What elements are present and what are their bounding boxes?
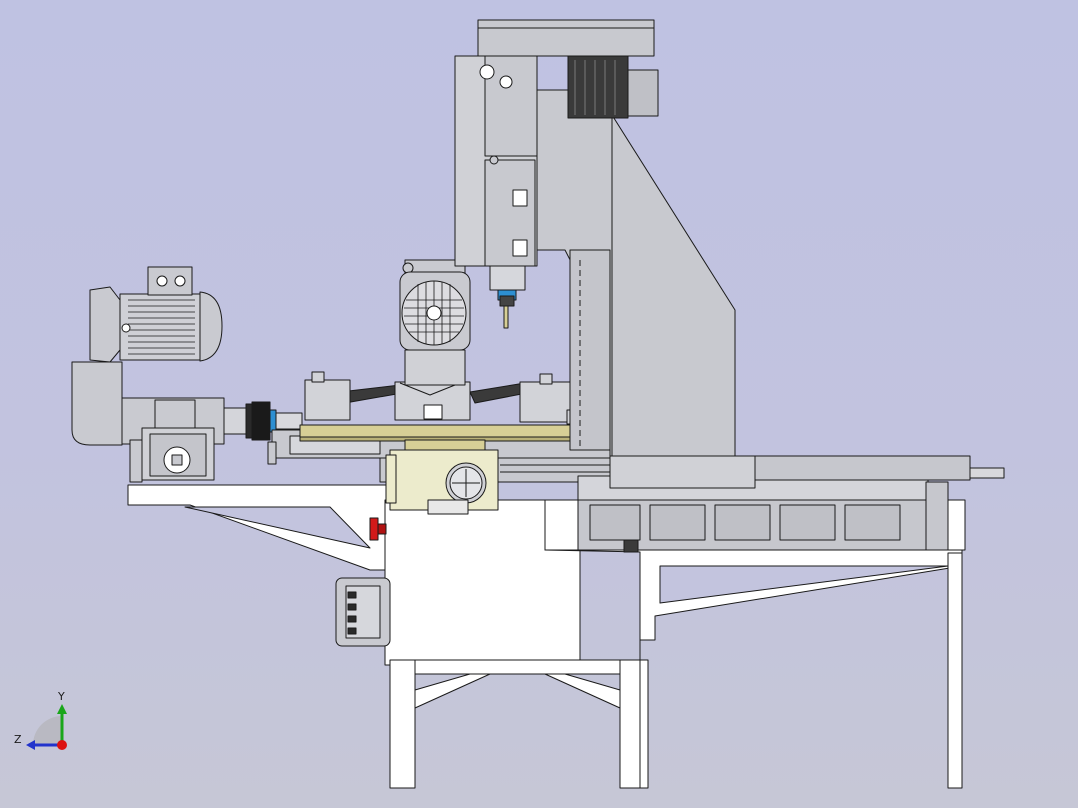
center-leg: [619, 659, 649, 789]
spindle-head-top: [477, 19, 655, 57]
y-axis-label: Y: [57, 690, 65, 703]
spindle-nose: [489, 265, 526, 291]
coordinate-triad: Y Z: [14, 690, 67, 750]
right-cantilever-cutout: [659, 565, 949, 604]
right-cantilever: [544, 549, 963, 641]
left-cantilever-arm: [127, 484, 391, 571]
left-motor-assembly: [71, 266, 225, 483]
cutting-tool: [503, 305, 509, 329]
x-axis-dot: [57, 740, 67, 750]
left-leg: [389, 659, 416, 789]
machine-column: [454, 19, 736, 457]
feed-coupling: [223, 401, 303, 441]
left-gearbox: [71, 361, 123, 446]
right-leg: [947, 552, 963, 789]
left-motor-body: [119, 293, 201, 361]
lower-cross-beam: [414, 659, 621, 675]
electrical-box: [335, 577, 391, 647]
red-stop-button[interactable]: [369, 517, 387, 541]
motor-fan-grille: [404, 281, 464, 345]
lower-brace-right: [544, 673, 621, 709]
brass-table-plate: [299, 424, 581, 438]
table-drive-motor: [399, 259, 471, 386]
arm-cutout: [184, 506, 371, 549]
z-axis-label: Z: [14, 733, 22, 746]
right-linear-bed: [577, 455, 1005, 553]
lower-brace-left: [414, 673, 491, 709]
